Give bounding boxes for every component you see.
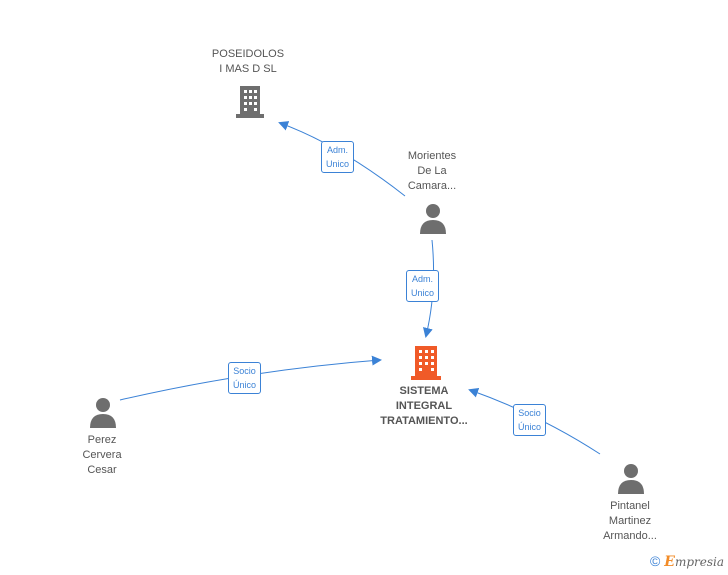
- brand-name: mpresia: [674, 555, 724, 569]
- person-icon[interactable]: [616, 462, 646, 499]
- edge-label-socio-unico[interactable]: Socio Único: [228, 362, 262, 394]
- node-label-poseidolos[interactable]: POSEIDOLOS I MAS D SL: [211, 48, 285, 75]
- copyright-icon: ©: [649, 553, 661, 569]
- person-icon[interactable]: [418, 202, 448, 239]
- main-building-icon[interactable]: [410, 344, 442, 385]
- edge-label-adm-unico[interactable]: Adm. Unico: [321, 141, 355, 173]
- node-label-morientes[interactable]: Morientes De La Camara...: [407, 150, 457, 192]
- node-label-sistema[interactable]: SISTEMA INTEGRAL TRATAMIENTO...: [380, 385, 468, 427]
- footer-brand: ©Empresia: [650, 553, 724, 570]
- edge-label-socio-unico[interactable]: Socio Único: [513, 404, 547, 436]
- building-icon[interactable]: [234, 84, 266, 123]
- node-label-perez[interactable]: Perez Cervera Cesar: [82, 434, 122, 476]
- edge-label-adm-unico[interactable]: Adm. Unico: [406, 270, 440, 302]
- node-label-pintanel[interactable]: Pintanel Martinez Armando...: [603, 500, 657, 542]
- brand-initial: E: [664, 554, 675, 570]
- person-icon[interactable]: [88, 396, 118, 433]
